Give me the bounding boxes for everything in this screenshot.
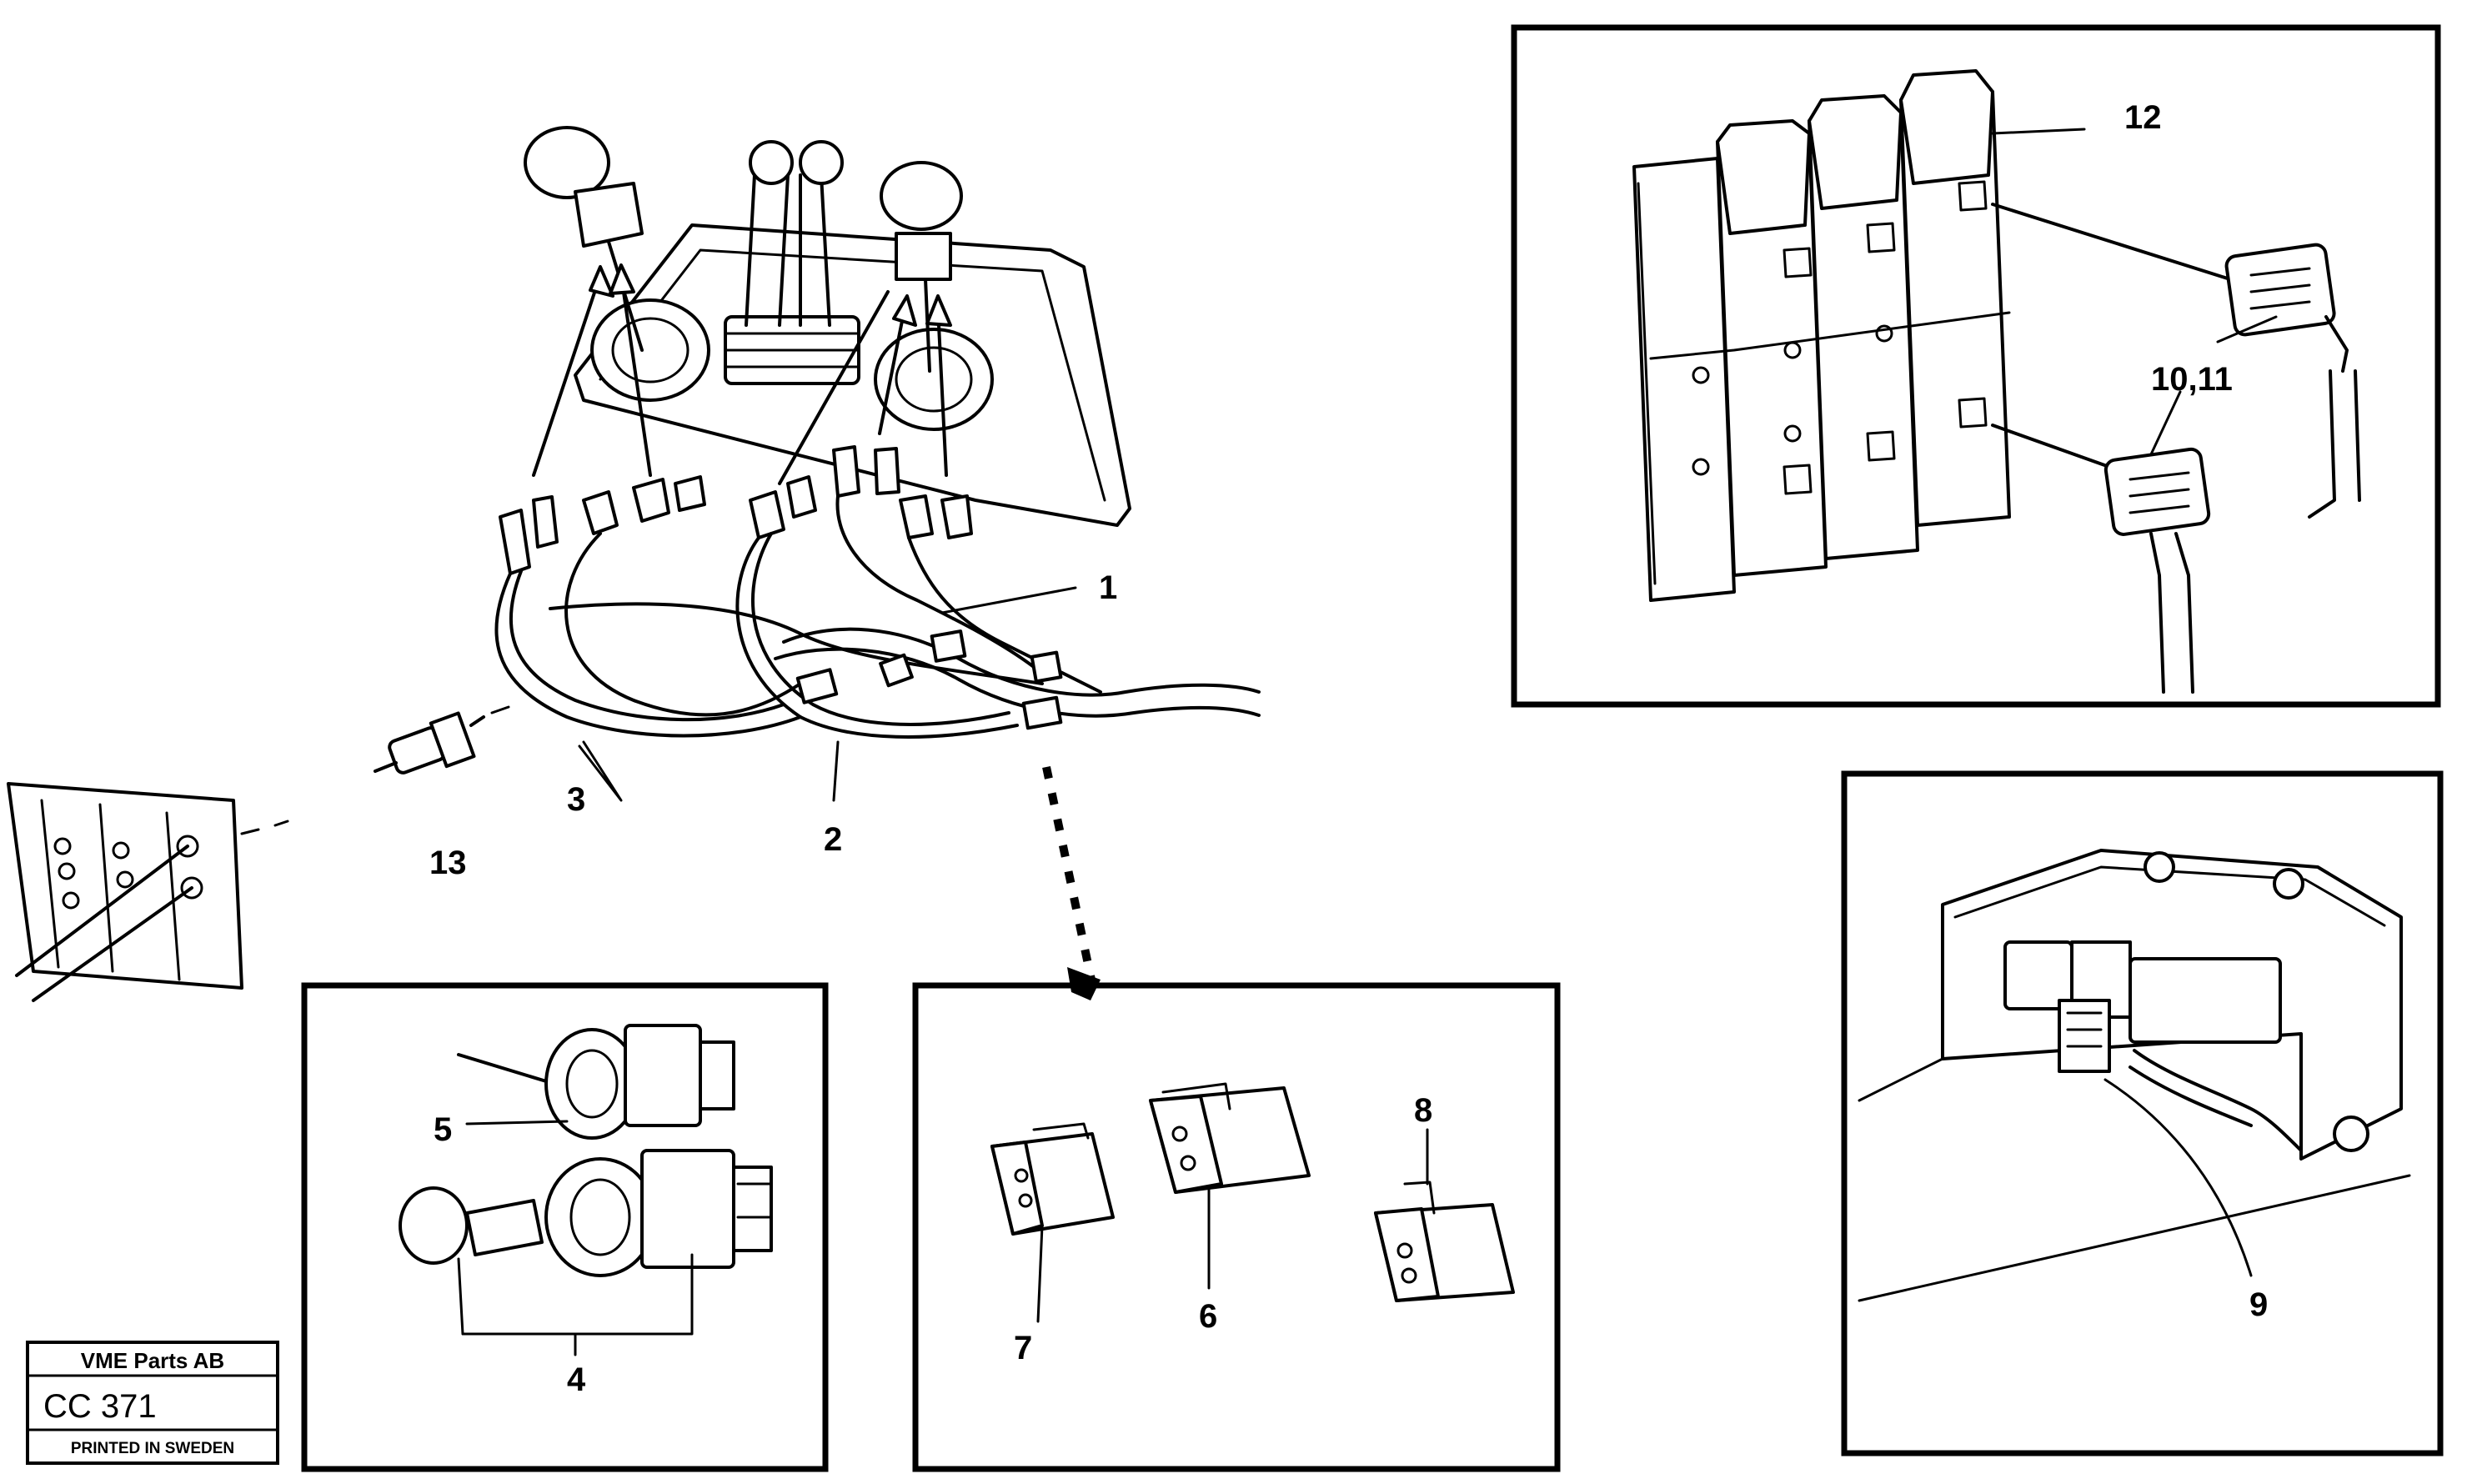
detail-box-solenoid-valve [1841, 770, 2444, 1456]
callout-4: 4 [567, 1361, 586, 1398]
switch-part-13 [374, 705, 510, 775]
stamp-printed: PRINTED IN SWEDEN [71, 1440, 234, 1457]
callout-5: 5 [434, 1111, 452, 1148]
callout-6: 6 [1199, 1298, 1217, 1335]
detail-box-switches [301, 982, 829, 1472]
stamp-company: VME Parts AB [81, 1348, 224, 1373]
publisher-stamp: VME Parts AB CC 371 PRINTED IN SWEDEN [26, 1341, 279, 1465]
cable-harness [494, 494, 1261, 739]
detail-box-valve-block [1511, 24, 2441, 708]
callout-8: 8 [1414, 1092, 1432, 1129]
lever-connectors [499, 445, 973, 575]
callout-10-11: 10,11 [2151, 361, 2233, 398]
callout-2: 2 [824, 821, 842, 858]
callout-7: 7 [1014, 1330, 1032, 1366]
callout-12: 12 [2124, 99, 2162, 136]
terminal-block [7, 782, 289, 1002]
callout-labels: 1 2 3 4 5 6 7 8 9 10,11 12 13 [429, 99, 2268, 1398]
control-panel-assembly [494, 126, 1261, 1000]
callout-9: 9 [2249, 1286, 2268, 1323]
detail-box-connectors [912, 982, 1561, 1472]
callout-1: 1 [1099, 569, 1117, 606]
callout-13: 13 [429, 845, 467, 881]
stamp-code: CC 371 [43, 1388, 157, 1425]
callout-3: 3 [567, 781, 585, 818]
